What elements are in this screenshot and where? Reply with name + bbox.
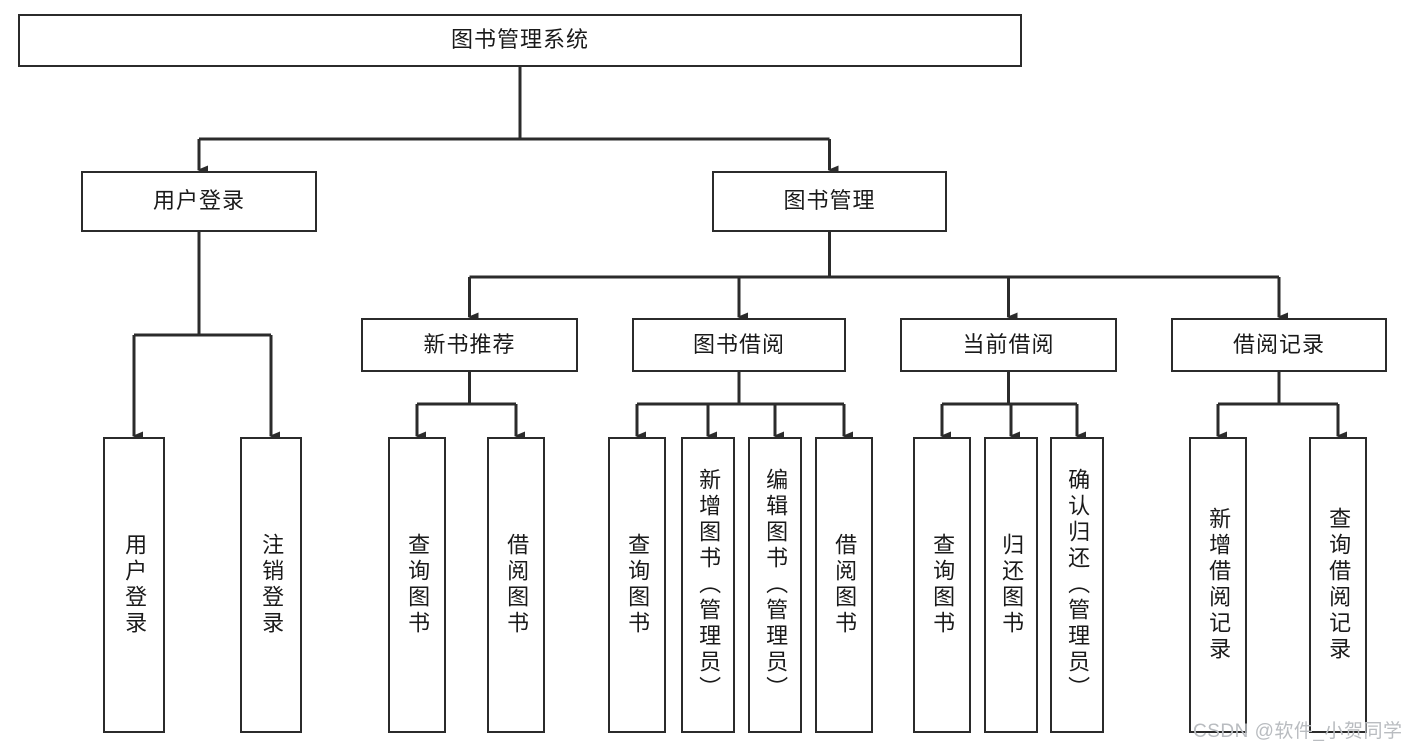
node-label: 确认归还（管理员） [1065, 468, 1091, 702]
node-leaf-borrow-book-1[interactable]: 借阅图书 [487, 437, 545, 733]
node-label: 图书管理系统 [450, 27, 589, 53]
node-label: 编辑图书（管理员） [763, 468, 789, 702]
node-label: 查询图书 [625, 533, 651, 637]
node-label: 归还图书 [999, 533, 1025, 637]
node-leaf-user-logout[interactable]: 注销登录 [240, 437, 302, 733]
node-label: 图书管理 [783, 188, 876, 214]
node-label: 借阅图书 [832, 533, 858, 637]
node-label: 查询图书 [930, 533, 956, 637]
node-label: 新增借阅记录 [1206, 507, 1232, 663]
node-leaf-query-borrow-record[interactable]: 查询借阅记录 [1309, 437, 1367, 733]
node-label: 借阅记录 [1232, 331, 1325, 357]
node-label: 新书推荐 [423, 331, 516, 357]
node-label: 查询图书 [405, 533, 431, 637]
node-label: 用户登录 [152, 188, 245, 214]
node-book-borrow[interactable]: 图书借阅 [632, 318, 846, 372]
csdn-watermark: CSDN @软件_小贺同学 [1193, 721, 1403, 742]
node-borrow-record[interactable]: 借阅记录 [1171, 318, 1387, 372]
node-leaf-user-login[interactable]: 用户登录 [103, 437, 165, 733]
node-label: 用户登录 [122, 533, 148, 637]
node-new-book-recommend[interactable]: 新书推荐 [361, 318, 578, 372]
node-current-borrow[interactable]: 当前借阅 [900, 318, 1117, 372]
node-leaf-return-book[interactable]: 归还图书 [984, 437, 1038, 733]
node-leaf-query-book-3[interactable]: 查询图书 [913, 437, 971, 733]
node-leaf-confirm-return[interactable]: 确认归还（管理员） [1050, 437, 1104, 733]
node-leaf-borrow-book-2[interactable]: 借阅图书 [815, 437, 873, 733]
node-label: 查询借阅记录 [1326, 507, 1352, 663]
node-label: 当前借阅 [962, 331, 1055, 357]
node-book-management[interactable]: 图书管理 [712, 171, 947, 232]
node-label: 借阅图书 [504, 533, 530, 637]
node-label: 图书借阅 [692, 331, 785, 357]
node-label: 新增图书（管理员） [696, 468, 722, 702]
node-label: 注销登录 [259, 533, 285, 637]
node-leaf-query-book-1[interactable]: 查询图书 [388, 437, 446, 733]
node-user-login[interactable]: 用户登录 [81, 171, 317, 232]
node-leaf-query-book-2[interactable]: 查询图书 [608, 437, 666, 733]
node-leaf-add-book[interactable]: 新增图书（管理员） [681, 437, 735, 733]
node-leaf-add-borrow-record[interactable]: 新增借阅记录 [1189, 437, 1247, 733]
node-root[interactable]: 图书管理系统 [18, 14, 1022, 67]
node-leaf-edit-book[interactable]: 编辑图书（管理员） [748, 437, 802, 733]
